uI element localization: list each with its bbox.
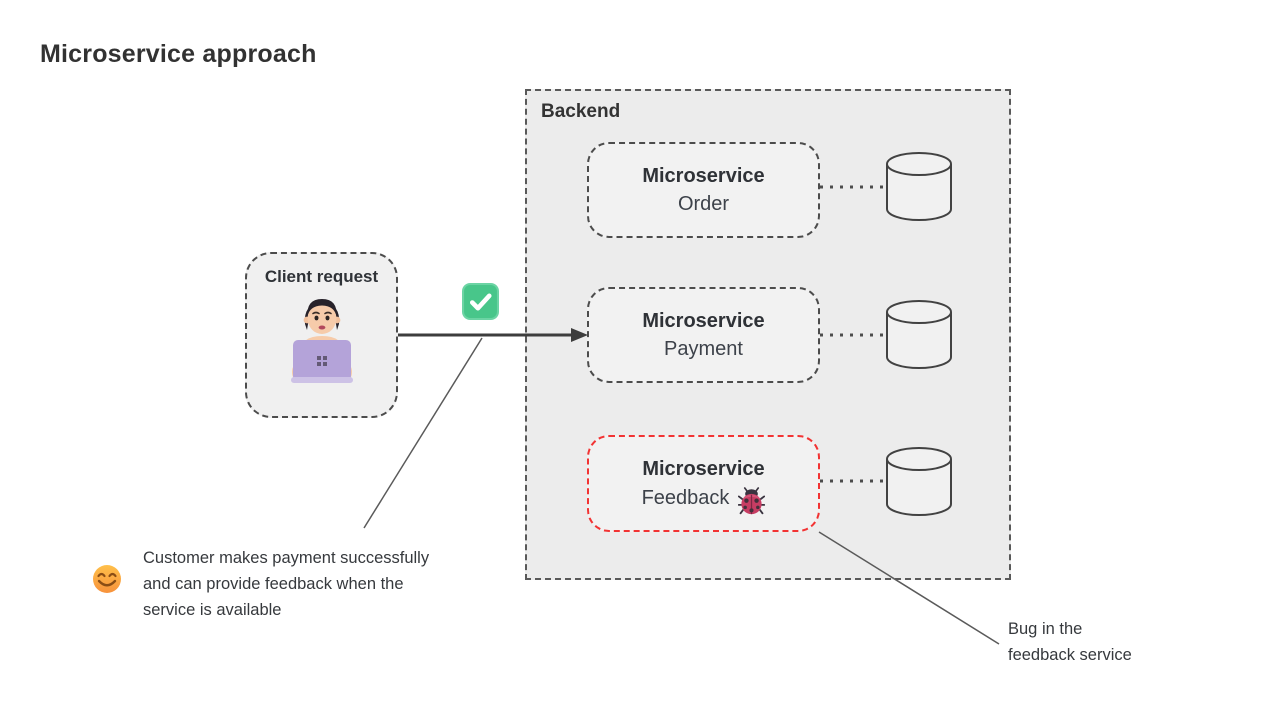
ladybug-icon [738, 487, 766, 515]
success-check-icon [462, 283, 499, 320]
backend-label: Backend [541, 101, 621, 122]
service-payment-sub: Payment [664, 338, 743, 360]
service-order-name: Microservice [642, 165, 765, 187]
bug-note-line-2: feedback service [1008, 646, 1132, 664]
success-note-line-3: service is available [143, 601, 282, 619]
callout-line-bug [818, 531, 1000, 645]
database-icon-payment [886, 300, 952, 369]
client-request-label: Client request [264, 267, 379, 286]
request-arrow [398, 328, 588, 342]
smiling-face-icon [93, 565, 121, 593]
service-box-feedback: Microservice Feedback [587, 435, 820, 532]
callout-line-success [363, 337, 483, 529]
success-note-text: Customer makes payment successfully and … [143, 545, 543, 623]
success-note-line-1: Customer makes payment successfully [143, 549, 430, 567]
database-icon-order [886, 152, 952, 221]
dotted-connector-payment [820, 333, 883, 337]
service-box-order: Microservice Order [587, 142, 820, 238]
service-box-payment: Microservice Payment [587, 287, 820, 383]
success-note-line-2: and can provide feedback when the [143, 575, 404, 593]
client-request-box: Client request [245, 252, 398, 418]
dotted-connector-order [820, 185, 883, 189]
service-feedback-sub: Feedback [641, 486, 730, 509]
bug-note-text: Bug in the feedback service [1008, 616, 1188, 668]
service-order-sub: Order [677, 193, 730, 215]
service-payment-name: Microservice [642, 310, 765, 332]
database-icon-feedback [886, 447, 952, 516]
service-feedback-name: Microservice [642, 458, 765, 480]
bug-note-line-1: Bug in the [1008, 620, 1083, 638]
page-title: Microservice approach [40, 40, 317, 68]
dotted-connector-feedback [820, 479, 883, 483]
technologist-icon [290, 299, 353, 383]
